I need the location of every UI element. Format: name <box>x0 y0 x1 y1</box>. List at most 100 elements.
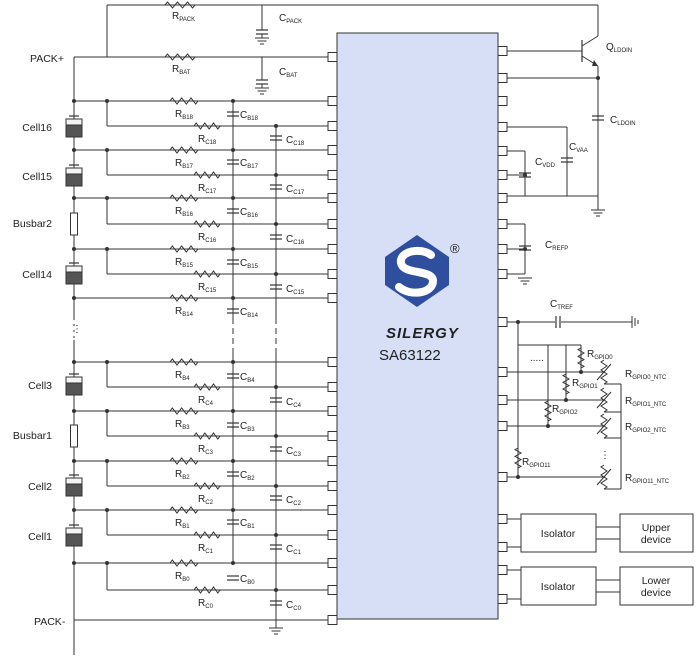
q-ldoin-label: QLDOIN <box>606 42 632 54</box>
isolator-lower <box>520 566 597 606</box>
chip-pin <box>497 594 508 604</box>
cell-cell1-body <box>65 533 83 547</box>
ntc2-label: RGPIO2_NTC <box>625 422 667 434</box>
cc-label: CC4 <box>286 397 302 409</box>
cell-cell3-cap <box>65 376 83 384</box>
rb-label: RB4 <box>175 370 190 382</box>
junction-dot <box>274 173 278 177</box>
junction-dot <box>231 508 235 512</box>
chip-pin <box>327 219 338 229</box>
junction-dot <box>274 124 278 128</box>
chip-pin <box>327 269 338 279</box>
r-gpio0-label: RGPIO0 <box>587 349 613 361</box>
components <box>65 1 694 635</box>
rc-resistor <box>193 432 221 440</box>
r-gpio0 <box>576 347 586 369</box>
rc-resistor <box>193 171 221 179</box>
r-gpio2-label: RGPIO2 <box>552 404 578 416</box>
junction-dot <box>564 398 568 402</box>
chip-pin <box>497 317 508 327</box>
rb-label: RB16 <box>175 206 194 218</box>
junction-dot <box>231 99 235 103</box>
cell-cell16-body <box>65 124 83 138</box>
rb-resistor <box>169 358 199 366</box>
r-gpio1-label: RGPIO1 <box>572 378 598 390</box>
junction-dot <box>105 360 109 364</box>
junction-dot <box>105 247 109 251</box>
chip-pin <box>497 367 508 377</box>
chip-pins <box>327 46 508 625</box>
gpio-dots: ..... <box>530 353 544 364</box>
rc-resistor <box>193 482 221 490</box>
cell-cell15-cap <box>65 167 83 175</box>
chip-pin <box>497 565 508 575</box>
chip-pin <box>497 395 508 405</box>
rc-resistor <box>193 531 221 539</box>
cell-cell15-body <box>65 173 83 187</box>
junction-dot <box>274 385 278 389</box>
cell-cell2-cap <box>65 477 83 485</box>
junction-dot <box>596 76 600 80</box>
c-pack-label: CPACK <box>279 13 302 25</box>
rb-label: RB17 <box>175 158 194 170</box>
rc-label: RC2 <box>198 494 214 506</box>
chip-pin <box>327 505 338 515</box>
cb-label: CB18 <box>240 110 259 122</box>
rb-label: RB3 <box>175 419 190 431</box>
cell-busbar2-label: Busbar2 <box>13 218 52 230</box>
rb-resistor <box>169 407 199 415</box>
cell-busbar2 <box>70 212 78 236</box>
junction-dot <box>579 370 583 374</box>
cb-label: CB4 <box>240 372 255 384</box>
chip-pin <box>497 96 508 106</box>
chip-pin <box>327 145 338 155</box>
cc-label: CC1 <box>286 544 302 556</box>
q-collector <box>581 35 599 47</box>
cell-cell3-body <box>65 382 83 396</box>
lower-device <box>619 566 694 606</box>
rb-label: RB14 <box>175 306 194 318</box>
chip-pin <box>327 456 338 466</box>
chip-pin <box>327 357 338 367</box>
rb-resistor <box>169 457 199 465</box>
chip-pin <box>327 431 338 441</box>
chip-pin <box>327 96 338 106</box>
chip-pin <box>327 293 338 303</box>
rc-resistor <box>193 270 221 278</box>
rc-label: RC15 <box>198 282 217 294</box>
chip-pin <box>497 146 508 156</box>
cb-label: CB17 <box>240 158 259 170</box>
chip-pin <box>497 472 508 482</box>
junction-dot <box>105 459 109 463</box>
junction-dot <box>516 320 520 324</box>
cc-label: CC17 <box>286 184 305 196</box>
rb-resistor <box>169 194 199 202</box>
junction-dot <box>231 409 235 413</box>
rb-resistor <box>169 506 199 514</box>
chip-pin <box>327 170 338 180</box>
rb-label: RB15 <box>175 257 194 269</box>
cell-cell14-cap <box>65 265 83 273</box>
r-bat-label: RBAT <box>172 64 191 76</box>
junction-dot <box>274 434 278 438</box>
brand-name: SILERGY <box>386 325 460 342</box>
cell-cell15-label: Cell15 <box>22 171 52 183</box>
r-pack <box>164 1 196 9</box>
chip-pin <box>497 219 508 229</box>
rc-resistor <box>193 586 221 594</box>
r-pack-label: RPACK <box>172 11 195 23</box>
chip-pin <box>327 121 338 131</box>
cell-cell14-label: Cell14 <box>22 269 52 281</box>
isolator-lower-label: Isolator <box>541 581 576 593</box>
rc-label: RC0 <box>198 598 214 610</box>
registered-mark: ® <box>450 241 460 256</box>
cell-cell16-label: Cell16 <box>22 122 52 134</box>
wiring <box>72 4 639 655</box>
chip-pin <box>327 558 338 568</box>
ntc0-label: RGPIO0_NTC <box>625 369 667 381</box>
c-bat-label: CBAT <box>279 67 298 79</box>
ntc-slash <box>596 468 612 486</box>
cc-label: CC2 <box>286 495 302 507</box>
isolator-upper <box>520 513 597 553</box>
junction-dot <box>105 148 109 152</box>
